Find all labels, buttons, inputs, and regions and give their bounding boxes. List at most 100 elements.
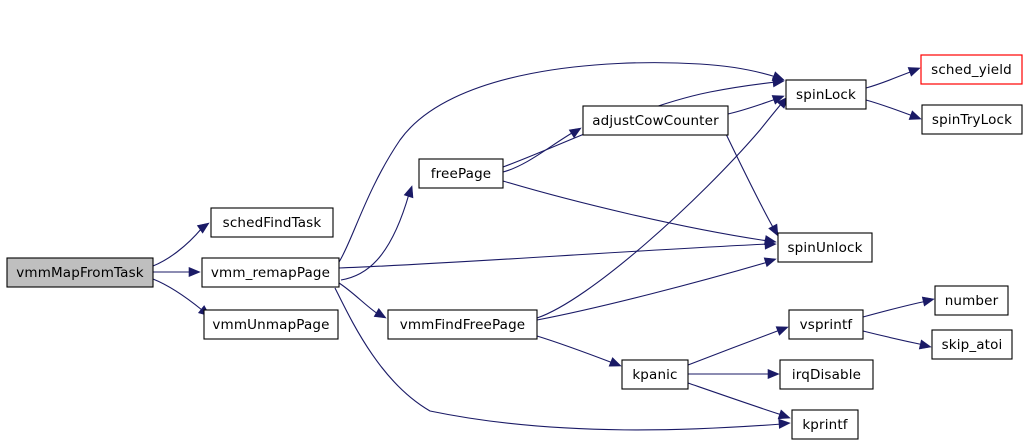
arrow-head-icon [568, 127, 582, 139]
edge-line [536, 335, 614, 364]
node-schedFindTask[interactable]: schedFindTask [210, 207, 334, 238]
edge-vmm_remapPage-to-vmmFindFreePage [338, 282, 387, 319]
node-number[interactable]: number [934, 285, 1009, 316]
node-rect[interactable] [210, 207, 334, 238]
edges-layer [152, 62, 935, 431]
edge-vmm_remapPage-to-kprintf [334, 287, 791, 431]
node-rect[interactable] [418, 158, 504, 189]
node-vsprintf[interactable]: vsprintf [788, 309, 864, 340]
node-label: spinTryLock [932, 112, 1012, 128]
node-vmmUnmapPage[interactable]: vmmUnmapPage [203, 309, 339, 340]
node-label: vmm_remapPage [211, 265, 330, 281]
edge-line [502, 180, 769, 242]
edge-line [727, 98, 777, 115]
node-rect[interactable] [621, 359, 689, 390]
node-spinUnlock[interactable]: spinUnlock [777, 232, 873, 263]
arrow-head-icon [188, 266, 201, 278]
node-skip_atoi[interactable]: skip_atoi [931, 329, 1013, 360]
node-irqDisable[interactable]: irqDisable [779, 359, 874, 390]
node-label: vmmFindFreePage [400, 317, 526, 333]
node-label: adjustCowCounter [592, 113, 719, 129]
nodes-layer: vmmMapFromTask schedFindTask vmm_remapPage… [6, 54, 1023, 440]
node-rect[interactable] [931, 329, 1013, 360]
edge-line [865, 70, 914, 89]
edge-line [536, 261, 769, 321]
edge-line [338, 62, 777, 263]
node-label: skip_atoi [942, 337, 1003, 353]
edge-line [340, 193, 410, 281]
edge-vmm_remapPage-to-spinLock [338, 62, 785, 263]
edge-adjustCowCounter-to-spinLock [727, 95, 785, 115]
arrow-head-icon [196, 222, 210, 234]
node-rect[interactable] [920, 54, 1023, 85]
node-vmmFindFreePage[interactable]: vmmFindFreePage [387, 309, 538, 340]
arrow-head-icon [918, 339, 932, 350]
node-rect[interactable] [6, 257, 154, 288]
node-sched_yield[interactable]: sched_yield [920, 54, 1023, 85]
node-label: vmmMapFromTask [16, 265, 143, 281]
edge-vmm_remapPage-to-freePage [340, 185, 414, 281]
edge-vmmMapFromTask-to-vmm_remapPage [153, 266, 201, 278]
edge-freePage-to-spinUnlock [502, 180, 777, 246]
node-kprintf[interactable]: kprintf [791, 409, 859, 440]
node-vmm_remapPage[interactable]: vmm_remapPage [201, 257, 340, 288]
edge-line [725, 133, 775, 230]
node-label: spinUnlock [787, 240, 862, 256]
arrow-head-icon [908, 110, 922, 120]
node-rect[interactable] [387, 309, 538, 340]
edge-line [152, 278, 203, 311]
arrow-head-icon [907, 67, 921, 77]
edge-line [865, 99, 914, 117]
node-vmmMapFromTask[interactable]: vmmMapFromTask [6, 257, 154, 288]
node-adjustCowCounter[interactable]: adjustCowCounter [582, 105, 729, 136]
node-rect[interactable] [582, 105, 729, 136]
node-label: number [945, 293, 999, 309]
arrow-head-icon [373, 307, 387, 319]
node-label: vmmUnmapPage [212, 317, 329, 333]
arrow-head-icon [763, 235, 777, 246]
arrow-head-icon [777, 409, 791, 420]
node-rect[interactable] [791, 409, 859, 440]
node-label: irqDisable [792, 367, 861, 383]
node-rect[interactable] [921, 104, 1023, 135]
arrow-head-icon [768, 223, 779, 237]
edge-line [687, 329, 781, 366]
node-spinLock[interactable]: spinLock [785, 79, 867, 110]
edge-line [536, 102, 783, 319]
node-rect[interactable] [788, 309, 864, 340]
node-kpanic[interactable]: kpanic [621, 359, 689, 390]
node-label: vsprintf [800, 317, 854, 333]
node-rect[interactable] [201, 257, 340, 288]
node-freePage[interactable]: freePage [418, 158, 504, 189]
edge-vmmMapFromTask-to-schedFindTask [152, 222, 210, 267]
arrow-head-icon [775, 326, 789, 336]
edge-kpanic-to-kprintf [687, 382, 791, 420]
node-label: kprintf [802, 417, 848, 433]
edge-vsprintf-to-number [862, 296, 935, 318]
edge-line [152, 227, 203, 267]
edge-line [687, 382, 783, 416]
edge-vmmFindFreePage-to-spinUnlock [536, 257, 777, 321]
node-label: spinLock [796, 87, 856, 103]
node-label: schedFindTask [223, 215, 322, 231]
node-rect[interactable] [203, 309, 339, 340]
edge-line [862, 330, 925, 346]
edge-line [334, 287, 783, 431]
arrow-head-icon [771, 95, 785, 105]
arrow-head-icon [767, 368, 780, 380]
edge-freePage-to-adjustCowCounter [502, 127, 582, 173]
node-rect[interactable] [934, 285, 1009, 316]
node-rect[interactable] [777, 232, 873, 263]
arrow-head-icon [778, 418, 791, 429]
edge-vmm_remapPage-to-spinUnlock [338, 239, 777, 269]
arrow-head-icon [921, 296, 935, 307]
node-rect[interactable] [779, 359, 874, 390]
node-rect[interactable] [785, 79, 867, 110]
edge-vmmFindFreePage-to-kpanic [536, 335, 622, 367]
node-spinTryLock[interactable]: spinTryLock [921, 104, 1023, 135]
edge-spinLock-to-spinTryLock [865, 99, 922, 120]
arrow-head-icon [403, 185, 414, 199]
node-label: sched_yield [931, 62, 1012, 78]
edge-adjustCowCounter-to-spinUnlock [725, 133, 779, 237]
